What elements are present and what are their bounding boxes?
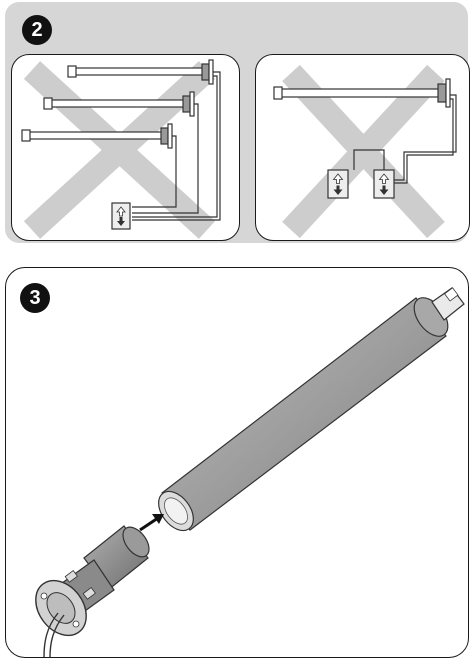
roller-tube-3 xyxy=(21,123,173,149)
roller-tube-2 xyxy=(43,91,195,117)
wall-switch-icon-1 xyxy=(327,169,349,199)
incorrect-multi-switch-panel xyxy=(255,54,470,241)
step-number: 2 xyxy=(31,18,43,41)
figure-3-panel: 3 xyxy=(5,267,469,658)
wall-switch-icon-2 xyxy=(373,169,395,199)
step-badge-2: 2 xyxy=(22,15,52,45)
multi-switch-wiring-illustration xyxy=(273,64,457,239)
motor-insertion-illustration xyxy=(35,287,465,657)
tubular-roller-tube-icon xyxy=(158,287,465,532)
wiring-lines xyxy=(132,71,221,221)
step-number: 3 xyxy=(29,286,41,309)
wiring-lines xyxy=(353,94,457,184)
wall-switch-icon xyxy=(111,202,131,230)
incorrect-multi-motor-panel xyxy=(11,54,240,241)
power-cable-icon xyxy=(43,612,65,657)
insertion-arrow-icon xyxy=(139,514,164,532)
multi-motor-wiring-illustration xyxy=(21,59,221,239)
roller-tube xyxy=(273,78,451,108)
incorrect-wiring-cross-icon xyxy=(282,64,445,239)
step-badge-3: 3 xyxy=(20,283,50,313)
roller-tube-1 xyxy=(67,59,214,85)
figure-2-panel: 2 xyxy=(5,2,470,243)
incorrect-wiring-cross-icon xyxy=(23,61,216,239)
tubular-motor-icon xyxy=(35,525,150,637)
